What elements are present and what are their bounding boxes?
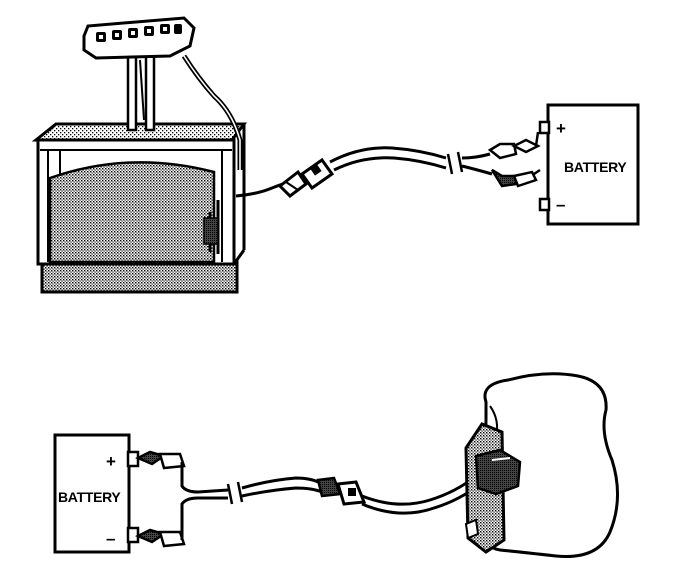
- bottom-battery-body: [53, 433, 131, 554]
- top-battery-positive-terminal: [538, 120, 551, 135]
- top-harness: [235, 131, 541, 198]
- bottom-battery-label: BATTERY: [58, 489, 121, 505]
- bottom-battery-negative-terminal: [126, 526, 140, 544]
- top-device-post-left: [126, 54, 138, 132]
- bottom-battery-positive-sign: +: [106, 452, 116, 471]
- bottom-clamp-positive: [135, 450, 186, 470]
- top-device-frame: [31, 122, 247, 142]
- bottom-battery-negative-sign: –: [106, 529, 115, 548]
- top-device-post-right: [144, 52, 156, 132]
- top-battery-label: BATTERY: [564, 159, 627, 175]
- top-battery: + – BATTERY: [538, 103, 640, 226]
- top-clamp-negative: [490, 168, 541, 188]
- bottom-device-cover: [482, 372, 620, 558]
- top-device: [31, 16, 247, 294]
- top-battery-negative-terminal: [538, 197, 551, 212]
- top-clamp-positive: [487, 131, 541, 160]
- bottom-clamp-negative: [135, 528, 186, 548]
- top-inline-connector: [277, 157, 335, 198]
- top-battery-negative-sign: –: [556, 195, 565, 214]
- bottom-harness: [135, 450, 481, 548]
- bottom-battery: + – BATTERY: [53, 433, 140, 554]
- top-device-cells: [48, 161, 216, 264]
- bottom-inline-connector: [316, 476, 367, 506]
- top-device-base: [40, 260, 239, 294]
- top-battery-positive-sign: +: [556, 119, 566, 138]
- bottom-device: [464, 372, 620, 558]
- bottom-battery-positive-terminal: [126, 450, 140, 468]
- top-battery-body: [546, 103, 640, 226]
